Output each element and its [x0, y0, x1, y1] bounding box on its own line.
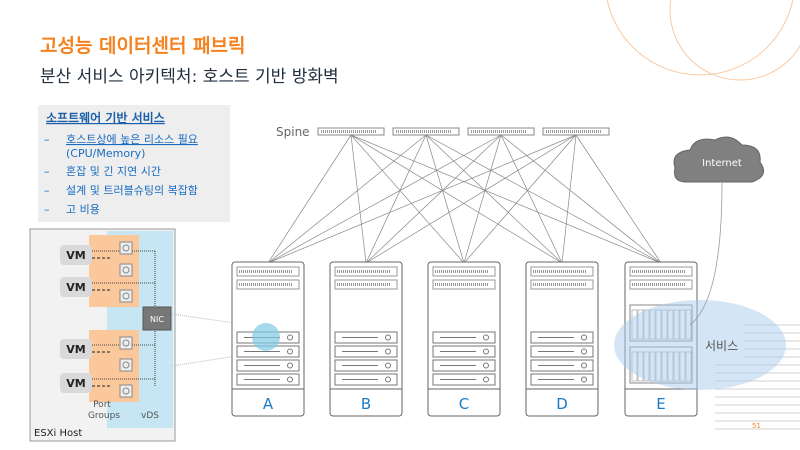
fabric-link — [425, 134, 465, 264]
fabric-link — [267, 134, 577, 264]
vm-box — [60, 277, 92, 297]
vm-label: VM — [66, 377, 85, 390]
bullet-dash: – — [44, 133, 50, 146]
fabric-link — [425, 134, 662, 264]
info-item: 호스트상에 높은 리소스 필요 — [66, 133, 198, 146]
server-button — [385, 348, 391, 355]
fabric-link — [350, 134, 465, 264]
fabric-link — [350, 134, 563, 264]
page-subtitle: 분산 서비스 아키텍처: 호스트 기반 방화벽 — [40, 67, 339, 87]
switch-icon-glyph — [122, 244, 130, 252]
service-label: 서비스 — [705, 339, 738, 353]
server-button — [385, 362, 391, 369]
server-button — [483, 376, 489, 383]
switch-icon — [119, 358, 133, 372]
vm-label: VM — [66, 249, 85, 262]
switch-icon — [119, 241, 133, 255]
fabric-link — [425, 134, 563, 264]
host-highlight — [252, 323, 280, 351]
fabric-link — [267, 134, 502, 264]
nic-label: NIC — [150, 315, 164, 324]
rack-b: B — [329, 261, 403, 417]
switch-icon-glyph — [122, 387, 130, 395]
rack-label: A — [263, 395, 274, 413]
fabric-link — [267, 134, 352, 264]
switch-icon-glyph — [122, 361, 130, 369]
rack-label: C — [459, 395, 469, 413]
fabric-link — [500, 134, 563, 264]
info-heading: 소프트웨어 기반 서비스 — [46, 110, 165, 125]
nic — [142, 306, 172, 331]
vm-box — [60, 245, 92, 265]
server-button — [581, 362, 587, 369]
switch-icon — [119, 384, 133, 398]
vm-box — [60, 373, 92, 393]
fabric-link — [463, 134, 502, 264]
switch-icon — [119, 336, 133, 350]
fabric-link — [575, 134, 662, 264]
rack-label: D — [556, 395, 568, 413]
server-button — [385, 334, 391, 341]
fabric-link — [500, 134, 662, 264]
fabric-link — [350, 134, 367, 264]
bullet-dash: – — [44, 184, 50, 197]
server-button — [483, 362, 489, 369]
port-label: Port — [93, 400, 111, 410]
switch-icon-glyph — [122, 292, 130, 300]
info-item: 설계 및 트러블슈팅의 복잡함 — [66, 184, 198, 197]
rack-label: B — [361, 395, 371, 413]
info-item: 고 비용 — [66, 203, 100, 216]
server-button — [483, 334, 489, 341]
fabric-link — [365, 134, 427, 264]
rack-a: A — [231, 261, 305, 417]
switch-icon — [119, 289, 133, 303]
page-number: 51 — [752, 422, 761, 430]
service-zone — [614, 300, 786, 390]
page-title: 고성능 데이터센터 패브릭 — [40, 35, 246, 57]
internet-label: Internet — [702, 158, 742, 169]
internet-link — [689, 182, 723, 326]
bullet-dash: – — [44, 203, 50, 216]
esxi-host-label: ESXi Host — [34, 428, 82, 439]
server-button — [287, 348, 293, 355]
info-box: 소프트웨어 기반 서비스 – 호스트상에 높은 리소스 필요 (CPU/Memo… — [38, 105, 230, 222]
server-button — [287, 362, 293, 369]
server-button — [287, 334, 293, 341]
fabric-link — [463, 134, 577, 264]
rack-d: D — [525, 261, 599, 417]
bullet-dash: – — [44, 165, 50, 178]
info-item: 혼잡 및 긴 지연 시간 — [66, 165, 161, 178]
rack-label: E — [656, 395, 665, 413]
groups-label: Groups — [88, 411, 120, 421]
server-button — [581, 334, 587, 341]
switch-icon — [119, 263, 133, 277]
fabric-link — [350, 134, 662, 264]
server-button — [581, 348, 587, 355]
fabric-link — [267, 134, 427, 264]
server-button — [287, 376, 293, 383]
esxi-host: VM VM VM VM NIC Port Groups vDS ESXi Host — [29, 228, 263, 442]
server-button — [483, 348, 489, 355]
vm-label: VM — [66, 281, 85, 294]
server-button — [581, 376, 587, 383]
fabric-link — [365, 134, 577, 264]
vds-label: vDS — [141, 411, 159, 421]
vm-label: VM — [66, 343, 85, 356]
server-button — [385, 376, 391, 383]
switch-icon-glyph — [122, 266, 130, 274]
switch-icon-glyph — [122, 339, 130, 347]
internet-cloud: Internet — [673, 136, 765, 326]
spine-label: Spine — [276, 125, 310, 139]
rack-c: C — [427, 261, 501, 417]
fabric-link — [365, 134, 502, 264]
fabric-link — [561, 134, 577, 264]
vm-box — [60, 339, 92, 359]
decorative-arcs — [606, 0, 800, 81]
info-item: (CPU/Memory) — [66, 147, 145, 160]
